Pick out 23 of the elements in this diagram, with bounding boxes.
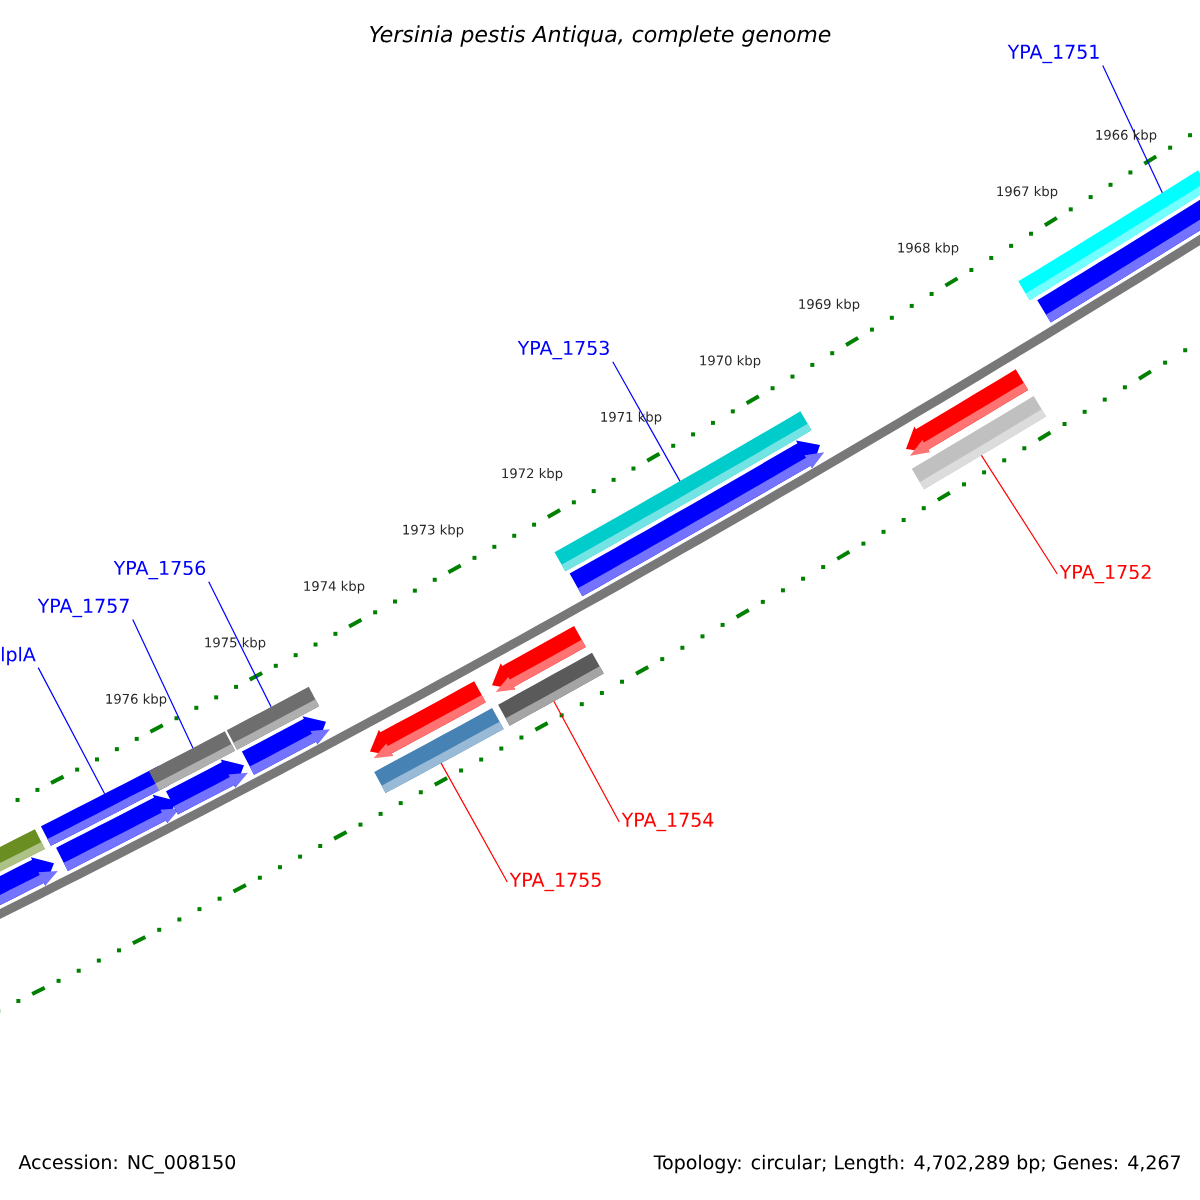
gene-label: YPA_1755 — [509, 872, 601, 892]
gene-box — [226, 686, 320, 750]
gene-label: YPA_1752 — [1059, 564, 1151, 584]
gene-label: YPA_1757 — [37, 598, 129, 618]
leader-line — [132, 619, 194, 749]
gene-box — [374, 707, 504, 794]
leader-line — [208, 581, 272, 708]
gene-label: YPA_1756 — [113, 560, 206, 580]
gene-label: lplA — [2, 646, 36, 666]
gene-label: YPA_1753 — [517, 340, 609, 360]
gene-label: YPA_1751 — [1007, 44, 1099, 64]
leader-line — [1102, 64, 1163, 194]
gene-box — [498, 652, 604, 726]
leader-line — [37, 667, 106, 795]
footer-text: Topology: circular; Length: 4,702,289 bp; Genes: 4,267 — [653, 1154, 1180, 1174]
gene-box — [148, 731, 236, 791]
leader-line — [612, 361, 681, 482]
footer-text: Accession: NC_008150 — [18, 1154, 236, 1174]
title: Yersinia pestis Antiqua, complete genome — [370, 25, 831, 47]
gene-box — [911, 395, 1047, 490]
leader-line — [553, 700, 620, 823]
gene-label: YPA_1754 — [621, 812, 714, 832]
leader-line — [440, 762, 508, 883]
